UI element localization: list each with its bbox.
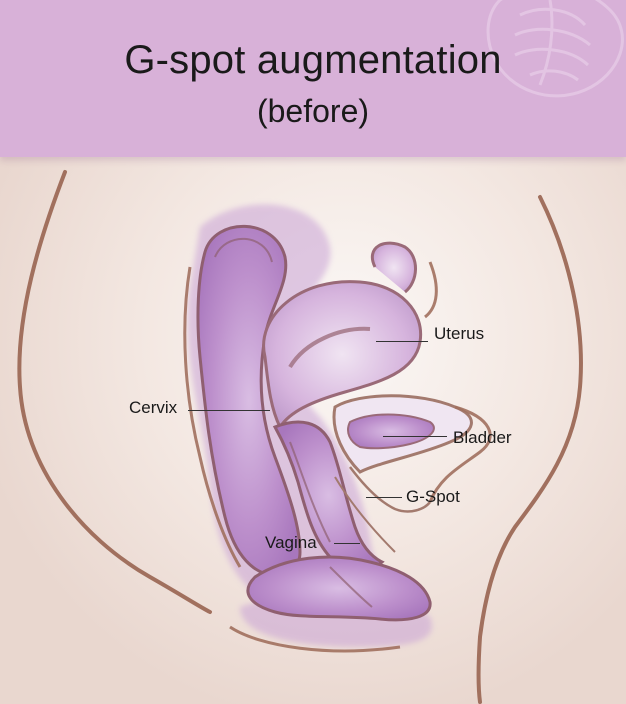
vulva-shape	[246, 555, 432, 622]
cervix-label: Cervix	[129, 398, 178, 417]
cervix-leader-line	[188, 410, 270, 411]
bladder-leader-line	[383, 436, 447, 437]
tissue-lines	[183, 261, 492, 653]
vagina-leader-line	[334, 543, 360, 544]
body-outline	[17, 170, 583, 704]
vagina-shape	[272, 420, 385, 571]
vagina-label: Vagina	[265, 533, 317, 552]
rectum-shape	[196, 224, 302, 577]
uterus-leader-line	[376, 341, 428, 342]
bladder-shape	[332, 394, 473, 553]
bladder-label: Bladder	[453, 428, 512, 447]
page-title: G-spot augmentation	[124, 38, 502, 82]
gspot-leader-line	[366, 497, 402, 498]
anatomy-illustration	[17, 170, 583, 704]
page-subtitle: (before)	[256, 93, 370, 129]
logo-watermark-icon	[486, 0, 624, 98]
uterus-label: Uterus	[434, 324, 485, 343]
gspot-label: G-Spot	[406, 487, 460, 506]
header-band: G-spot augmentation (before)	[0, 0, 626, 157]
